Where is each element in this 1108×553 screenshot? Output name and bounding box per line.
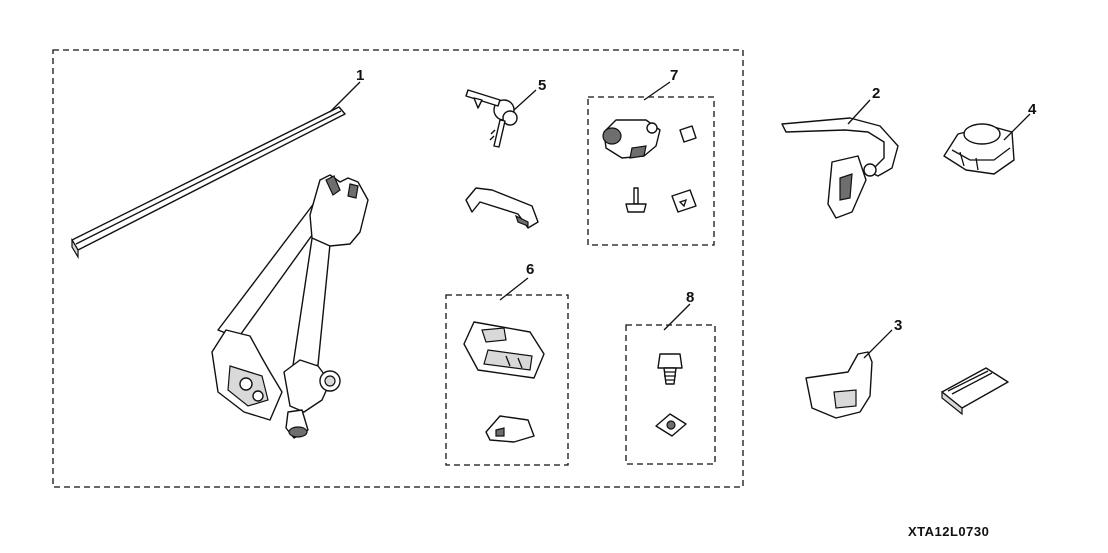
part-8-knob-bolt (657, 353, 683, 385)
leader-4 (1003, 113, 1031, 141)
part-7-sleeve (679, 125, 697, 143)
part-3-cap (805, 351, 873, 419)
callout-1: 1 (356, 67, 364, 84)
kit-boundary (52, 49, 744, 488)
leader-5 (513, 89, 537, 111)
part-5-keys (465, 89, 518, 148)
part-6-base-plate (463, 321, 545, 379)
part-7-plate (671, 189, 697, 213)
callout-4: 4 (1028, 101, 1037, 118)
manual-booklet (941, 367, 1009, 416)
group-box-8 (625, 324, 716, 465)
callout-2: 2 (872, 85, 880, 102)
part-4-clamp (943, 123, 1015, 175)
leader-1 (329, 81, 361, 113)
part-5-handle (465, 187, 539, 229)
leader-6 (499, 277, 529, 301)
callout-7: 7 (670, 67, 678, 84)
part-7-bolt (625, 187, 647, 213)
callout-3: 3 (894, 317, 902, 334)
figure-code: XTA12L0730 (908, 524, 990, 539)
callout-6: 6 (526, 261, 534, 278)
leader-7 (643, 81, 671, 101)
callout-5: 5 (538, 77, 546, 94)
part-1-rail (71, 106, 346, 260)
leader-3 (863, 329, 893, 359)
leader-8 (663, 303, 691, 331)
leader-2 (847, 99, 871, 125)
part-6-bracket (485, 415, 535, 443)
leader-lines (329, 81, 1031, 359)
part-2-strap (781, 117, 899, 219)
part-1-fork-mount (211, 174, 369, 439)
callout-8: 8 (686, 289, 694, 306)
part-7-clamp-block (602, 119, 661, 159)
part-8-nut-plate (655, 413, 687, 437)
group-box-7 (587, 96, 715, 246)
